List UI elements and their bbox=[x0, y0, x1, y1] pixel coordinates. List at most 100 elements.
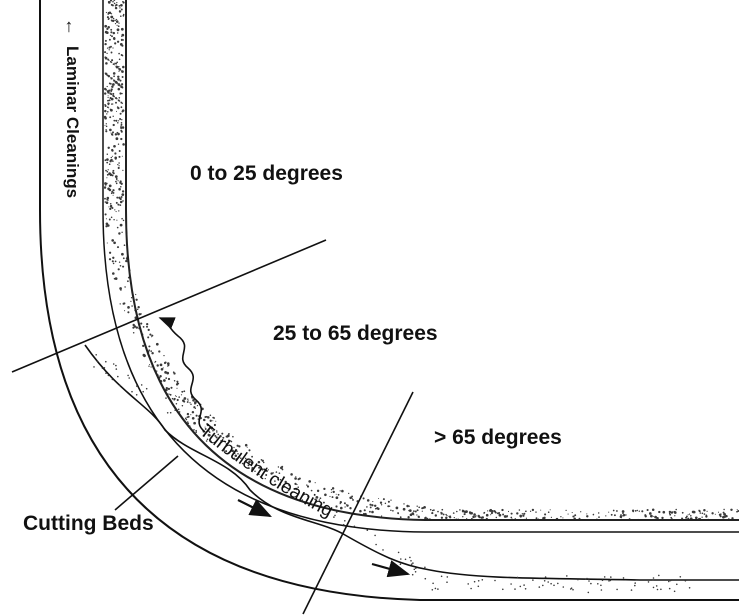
speckle-dot bbox=[694, 516, 698, 520]
speckle-dot bbox=[158, 350, 161, 353]
bed-dot bbox=[127, 374, 129, 377]
speckle-dot bbox=[416, 505, 418, 507]
bed-dot bbox=[206, 438, 209, 441]
speckle-dot bbox=[117, 87, 121, 91]
bed-dot bbox=[103, 367, 106, 369]
speckle-dot bbox=[622, 513, 626, 517]
bed-dot bbox=[658, 574, 660, 577]
bed-dot bbox=[600, 589, 603, 591]
speckle-dot bbox=[608, 511, 610, 513]
speckle-dot bbox=[411, 512, 415, 515]
speckle-dot bbox=[117, 75, 120, 79]
speckle-dot bbox=[107, 99, 110, 102]
speckle-dot bbox=[489, 509, 492, 512]
speckle-dot bbox=[248, 460, 251, 463]
bed-dot bbox=[502, 588, 504, 591]
speckle-dot bbox=[669, 513, 672, 516]
speckle-dot bbox=[194, 407, 196, 409]
bed-dot bbox=[669, 579, 672, 582]
speckle-dot bbox=[104, 109, 107, 113]
speckle-dot bbox=[118, 187, 121, 191]
bed-dot bbox=[117, 375, 119, 378]
speckle-dot bbox=[194, 401, 197, 404]
speckle-dot bbox=[244, 443, 248, 447]
bed-dot bbox=[622, 577, 625, 579]
speckle-dot bbox=[717, 511, 720, 513]
speckle-dot bbox=[121, 155, 123, 157]
speckle-dot bbox=[113, 241, 116, 245]
speckle-dot bbox=[449, 516, 452, 519]
bed-dot bbox=[411, 573, 414, 576]
speckle-dot bbox=[373, 504, 377, 508]
speckle-dot bbox=[278, 472, 281, 475]
speckle-dot bbox=[104, 197, 106, 200]
bed-dot bbox=[174, 409, 176, 412]
speckle-dot bbox=[108, 251, 112, 254]
speckle-dot bbox=[246, 446, 248, 448]
speckle-dot bbox=[318, 499, 321, 501]
speckle-dot bbox=[673, 510, 676, 513]
bed-dot bbox=[287, 489, 290, 492]
bed-dot bbox=[409, 556, 411, 559]
speckle-dot bbox=[104, 51, 107, 54]
bed-dot bbox=[597, 583, 599, 585]
speckle-dot bbox=[121, 217, 123, 220]
speckle-dot bbox=[111, 239, 115, 242]
speckle-dot bbox=[147, 328, 150, 332]
speckle-dot bbox=[181, 405, 184, 407]
speckle-dot bbox=[110, 205, 113, 208]
speckle-dot bbox=[120, 196, 123, 198]
speckle-dot bbox=[120, 15, 122, 17]
speckle-dot bbox=[251, 467, 254, 470]
speckle-dot bbox=[703, 509, 706, 512]
speckle-dot bbox=[238, 445, 241, 448]
speckle-dot bbox=[531, 508, 535, 512]
speckle-dot bbox=[106, 177, 108, 179]
speckle-dot bbox=[496, 512, 499, 515]
bed-dot bbox=[587, 591, 590, 594]
laminar-cleanings-text: Laminar Cleanings bbox=[63, 46, 82, 199]
speckle-dot bbox=[119, 223, 123, 227]
speckle-dot bbox=[115, 211, 117, 213]
bed-dot bbox=[178, 411, 181, 413]
speckle-dot bbox=[120, 106, 123, 109]
bed-dot bbox=[514, 588, 516, 590]
speckle-dot bbox=[421, 510, 423, 512]
speckle-dot bbox=[690, 515, 692, 517]
speckle-dot bbox=[446, 514, 448, 517]
speckle-dot bbox=[106, 153, 109, 155]
speckle-dot bbox=[115, 18, 118, 21]
speckle-dot bbox=[112, 160, 114, 162]
bed-dot bbox=[543, 580, 546, 582]
speckle-dot bbox=[463, 513, 466, 516]
speckle-dot bbox=[111, 190, 114, 193]
speckle-dot bbox=[122, 13, 125, 16]
bed-dot bbox=[410, 563, 413, 565]
bed-dot bbox=[334, 514, 336, 517]
bed-dot bbox=[424, 566, 426, 569]
speckle-dot bbox=[225, 435, 229, 438]
speckle-dot bbox=[127, 311, 130, 314]
speckle-dot bbox=[191, 416, 195, 420]
speckle-dot bbox=[349, 496, 353, 500]
bed-dot bbox=[142, 390, 144, 393]
speckle-dot bbox=[103, 186, 107, 189]
bed-dot bbox=[105, 360, 107, 363]
speckle-dot bbox=[352, 498, 354, 501]
bed-dot bbox=[590, 582, 592, 585]
bed-dot bbox=[177, 408, 180, 411]
speckle-dot bbox=[138, 313, 141, 316]
speckle-dot bbox=[480, 516, 483, 519]
speckle-dot bbox=[122, 0, 124, 3]
bed-dot bbox=[652, 586, 655, 589]
speckle-dot bbox=[310, 489, 313, 492]
speckle-dot bbox=[104, 24, 108, 28]
speckle-dot bbox=[341, 489, 344, 493]
speckle-dot bbox=[108, 38, 111, 41]
bed-dot bbox=[414, 571, 417, 573]
speckle-dot bbox=[113, 75, 115, 78]
bed-dot bbox=[673, 590, 676, 593]
speckle-dot bbox=[109, 0, 113, 2]
speckle-dot bbox=[118, 210, 120, 212]
speckle-dot bbox=[700, 517, 702, 519]
